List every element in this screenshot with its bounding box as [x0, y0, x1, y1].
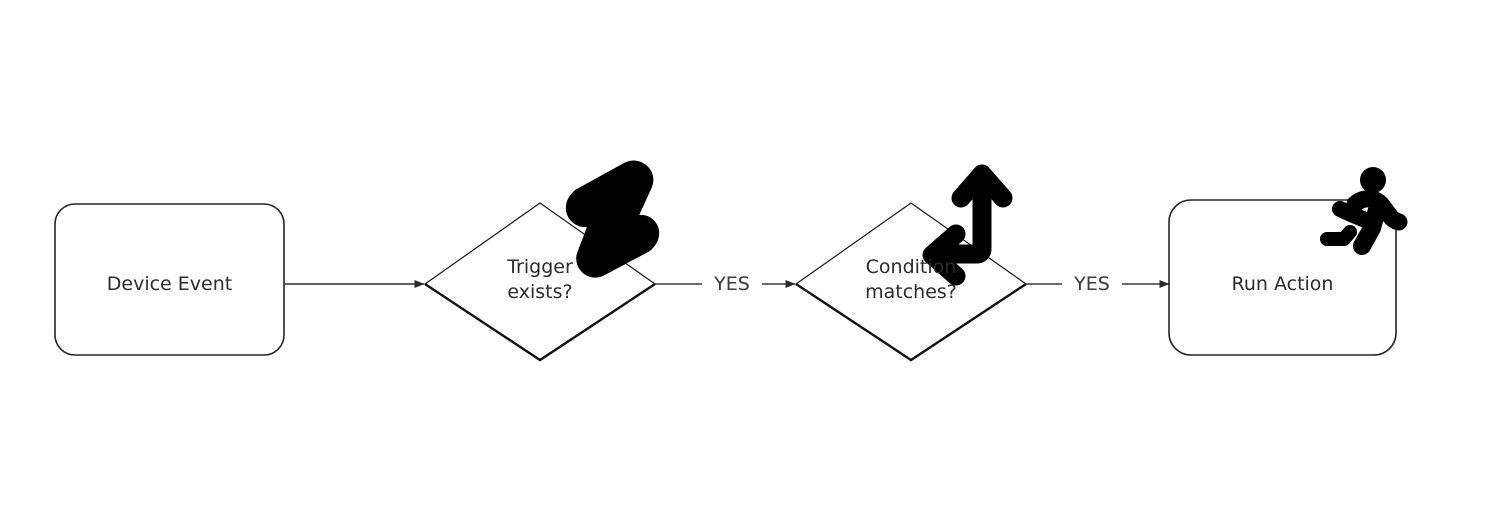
running-person-icon	[1320, 167, 1408, 255]
branch-arrow-icon	[922, 164, 1013, 286]
node-device-event[interactable]	[54, 203, 285, 356]
edge-label-yes-trigger: YES	[714, 273, 750, 295]
edge-label-yes-condition: YES	[1074, 273, 1110, 295]
lightning-bolt-icon	[565, 160, 660, 278]
node-condition-matches-heavy-edge	[795, 282, 1027, 362]
node-trigger-exists-heavy-edge	[424, 282, 656, 362]
